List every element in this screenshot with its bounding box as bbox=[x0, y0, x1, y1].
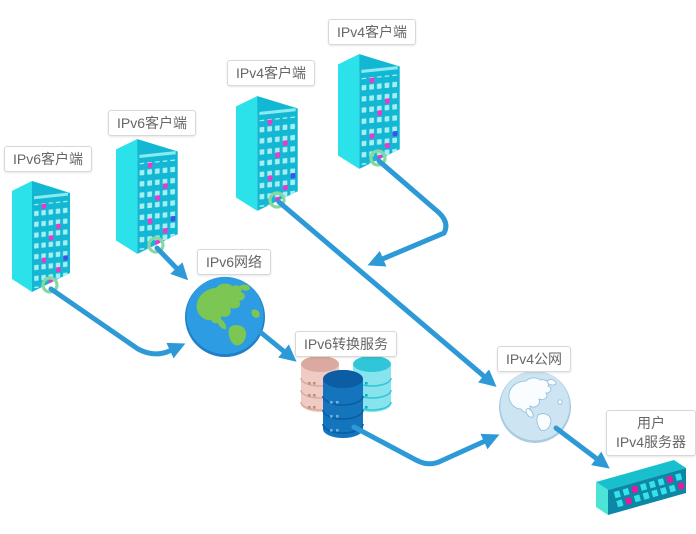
globe-icon bbox=[498, 370, 572, 444]
label-ipv4-client-2: IPv4客户端 bbox=[328, 19, 417, 45]
node-ipv4-client-2 bbox=[338, 50, 404, 177]
node-ipv6-client-2 bbox=[116, 135, 182, 262]
label-user-ipv4-server-line1: 用户 bbox=[637, 415, 665, 431]
globe-icon bbox=[185, 276, 265, 357]
server-icon bbox=[596, 460, 686, 515]
label-ipv4-public-network: IPv4公网 bbox=[497, 346, 572, 372]
building-icon bbox=[12, 177, 74, 295]
label-ipv6-translation-service: IPv6转换服务 bbox=[295, 331, 398, 357]
building-icon bbox=[116, 135, 182, 257]
node-user-ipv4-server bbox=[590, 460, 694, 527]
label-ipv6-network: IPv6网络 bbox=[197, 249, 272, 275]
building-icon bbox=[236, 92, 302, 214]
label-ipv6-client-1: IPv6客户端 bbox=[4, 146, 93, 172]
node-ipv6-translation-service bbox=[298, 355, 394, 452]
node-ipv6-client-1 bbox=[12, 177, 74, 300]
node-ipv4-public-network bbox=[497, 369, 573, 450]
label-user-ipv4-server: 用户 IPv4服务器 bbox=[606, 410, 696, 456]
label-ipv4-client-1: IPv4客户端 bbox=[227, 60, 316, 86]
label-ipv6-client-2: IPv6客户端 bbox=[108, 110, 197, 136]
node-ipv6-network bbox=[183, 275, 267, 364]
node-ipv4-client-1 bbox=[236, 92, 302, 219]
building-icon bbox=[338, 50, 404, 172]
label-user-ipv4-server-line2: IPv4服务器 bbox=[616, 433, 687, 450]
database-stack-icon bbox=[300, 355, 392, 439]
